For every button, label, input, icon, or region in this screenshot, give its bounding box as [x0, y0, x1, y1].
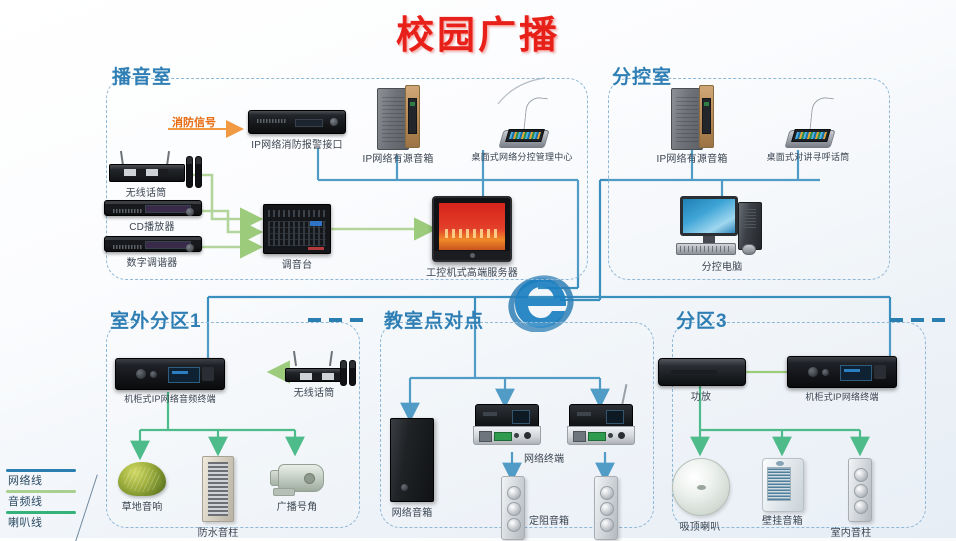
device-wall-mount-speaker[interactable]: 壁挂音箱: [762, 458, 804, 527]
device-label: 无线话筒: [125, 188, 167, 199]
wall-speaker-icon: [762, 458, 804, 512]
device-desktop-network-control-center[interactable]: 桌面式网络分控管理中心: [452, 96, 592, 163]
handheld-mic-pair-icon: [340, 360, 356, 386]
zone-title-classroom-p2p: 教室点对点: [384, 311, 485, 332]
zone-title-broadcast-room: 播音室: [112, 67, 173, 88]
internet-explorer-icon: [508, 270, 574, 333]
wireless-mic-icon: [109, 150, 185, 182]
device-network-speaker[interactable]: 网络音箱: [386, 418, 438, 519]
legend-label-speaker: 喇叭线: [8, 517, 43, 529]
device-cd-player[interactable]: CD播放器: [104, 200, 202, 233]
fixed-impedance-speaker-label: 定阻音箱: [529, 516, 569, 527]
device-indoor-column-speaker[interactable]: 室内音柱: [831, 458, 872, 539]
device-fixed-impedance-speaker-a[interactable]: [501, 476, 525, 540]
speaker-icon: [671, 85, 714, 150]
device-label: 壁挂音箱: [762, 516, 803, 527]
speaker-icon: [377, 85, 420, 150]
device-label: 吸顶喇叭: [679, 522, 721, 533]
legend-label-audio: 音频线: [8, 496, 43, 508]
legend-item-network: 网络线: [6, 469, 98, 488]
device-ip-active-speaker-broadcast[interactable]: IP网络有源音箱: [350, 85, 446, 165]
wireless-mic-icon: [285, 350, 345, 382]
device-audio-mixer[interactable]: 调音台: [262, 204, 332, 271]
waterproof-column-icon: [202, 456, 234, 522]
zone-title-3: 分区3: [676, 311, 728, 332]
device-fixed-impedance-speaker-b[interactable]: [594, 476, 618, 540]
network-terminal-icon: [473, 404, 541, 445]
device-label: 广播号角: [276, 502, 318, 513]
device-broadcast-horn[interactable]: 广播号角: [266, 462, 328, 513]
device-label: 室内音柱: [830, 528, 872, 539]
mixer-icon: [263, 204, 331, 254]
device-subcontrol-pc[interactable]: 分控电脑: [672, 196, 772, 273]
rack-terminal-icon: [787, 356, 897, 388]
column-speaker-icon: [594, 476, 618, 540]
device-label: 调音台: [281, 260, 313, 271]
legend-item-speaker: 喇叭线: [6, 511, 98, 530]
device-label: 网络音箱: [391, 508, 433, 519]
zone-title-outdoor-1: 室外分区1: [110, 311, 202, 332]
zone-accent-dash-outdoor-1: [308, 318, 371, 322]
column-speaker-icon: [848, 458, 872, 522]
rack-unit-icon: [248, 110, 346, 134]
network-terminal-icon: [567, 384, 635, 445]
page-title: 校园广播: [395, 15, 560, 57]
device-rack-ip-network-terminal[interactable]: 机柜式IP网络终端: [786, 356, 898, 403]
device-label: IP网络消防报警接口: [251, 140, 343, 151]
device-label: CD播放器: [129, 222, 175, 233]
network-terminal-label: 网络终端: [524, 454, 564, 465]
network-speaker-icon: [390, 418, 434, 502]
device-label: 机柜式IP网络终端: [805, 392, 879, 402]
device-ip-active-speaker-subcontrol[interactable]: IP网络有源音箱: [644, 85, 740, 165]
device-label: 工控机式高端服务器: [426, 268, 518, 279]
device-power-amplifier[interactable]: 功放: [658, 358, 746, 403]
device-label: 草地音响: [121, 502, 163, 513]
device-label: 数字调谐器: [126, 258, 178, 269]
device-network-terminal-a[interactable]: [473, 404, 541, 445]
device-label: IP网络有源音箱: [362, 154, 434, 165]
device-rack-ip-audio-terminal[interactable]: 机柜式IP网络音频终端: [114, 358, 226, 405]
device-digital-tuner[interactable]: 数字调谐器: [104, 236, 202, 269]
computer-icon: [676, 196, 768, 256]
amplifier-icon: [658, 358, 746, 386]
legend-label-network: 网络线: [8, 475, 43, 487]
device-waterproof-column-speaker[interactable]: 防水音柱: [190, 456, 246, 539]
legend-swatch-audio: [6, 490, 76, 493]
lawn-speaker-icon: [118, 462, 166, 496]
rack-unit-icon: [104, 200, 202, 216]
device-label: 分控电脑: [701, 262, 743, 273]
device-ip-fire-alarm-interface[interactable]: IP网络消防报警接口: [242, 110, 352, 151]
server-icon: [432, 196, 512, 262]
device-lawn-speaker[interactable]: 草地音响: [116, 462, 168, 513]
device-label: 机柜式IP网络音频终端: [124, 394, 216, 404]
zone-accent-dash-zone3: [890, 318, 953, 322]
device-network-terminal-b[interactable]: [567, 384, 635, 445]
desktop-microphone-icon: [781, 96, 836, 148]
device-label: 桌面式对讲寻呼话筒: [766, 152, 850, 162]
device-label: 功放: [690, 392, 712, 403]
device-label: 防水音柱: [197, 528, 239, 539]
rack-unit-icon: [104, 236, 202, 252]
column-speaker-icon: [501, 476, 525, 540]
legend-swatch-speaker: [6, 511, 76, 514]
handheld-mic-pair-icon: [186, 156, 202, 188]
zone-title-sub-control-room: 分控室: [612, 67, 673, 88]
device-ceiling-speaker[interactable]: 吸顶喇叭: [672, 458, 730, 533]
device-label: IP网络有源音箱: [656, 154, 728, 165]
device-label: 无线话筒: [293, 388, 335, 399]
horn-speaker-icon: [270, 462, 324, 496]
legend: 网络线 音频线 喇叭线: [6, 469, 98, 541]
fire-signal-label: 消防信号: [172, 117, 216, 129]
ceiling-speaker-icon: [672, 458, 730, 516]
device-label: 桌面式网络分控管理中心: [471, 152, 573, 162]
legend-swatch-network: [6, 469, 76, 472]
device-industrial-server[interactable]: 工控机式高端服务器: [398, 196, 546, 279]
device-desktop-intercom-paging-mic[interactable]: 桌面式对讲寻呼话筒: [748, 96, 868, 163]
legend-item-audio: 音频线: [6, 490, 98, 509]
device-wireless-microphone-broadcast[interactable]: 无线话筒: [104, 150, 188, 199]
rack-terminal-icon: [115, 358, 225, 390]
desktop-microphone-icon: [495, 96, 550, 148]
